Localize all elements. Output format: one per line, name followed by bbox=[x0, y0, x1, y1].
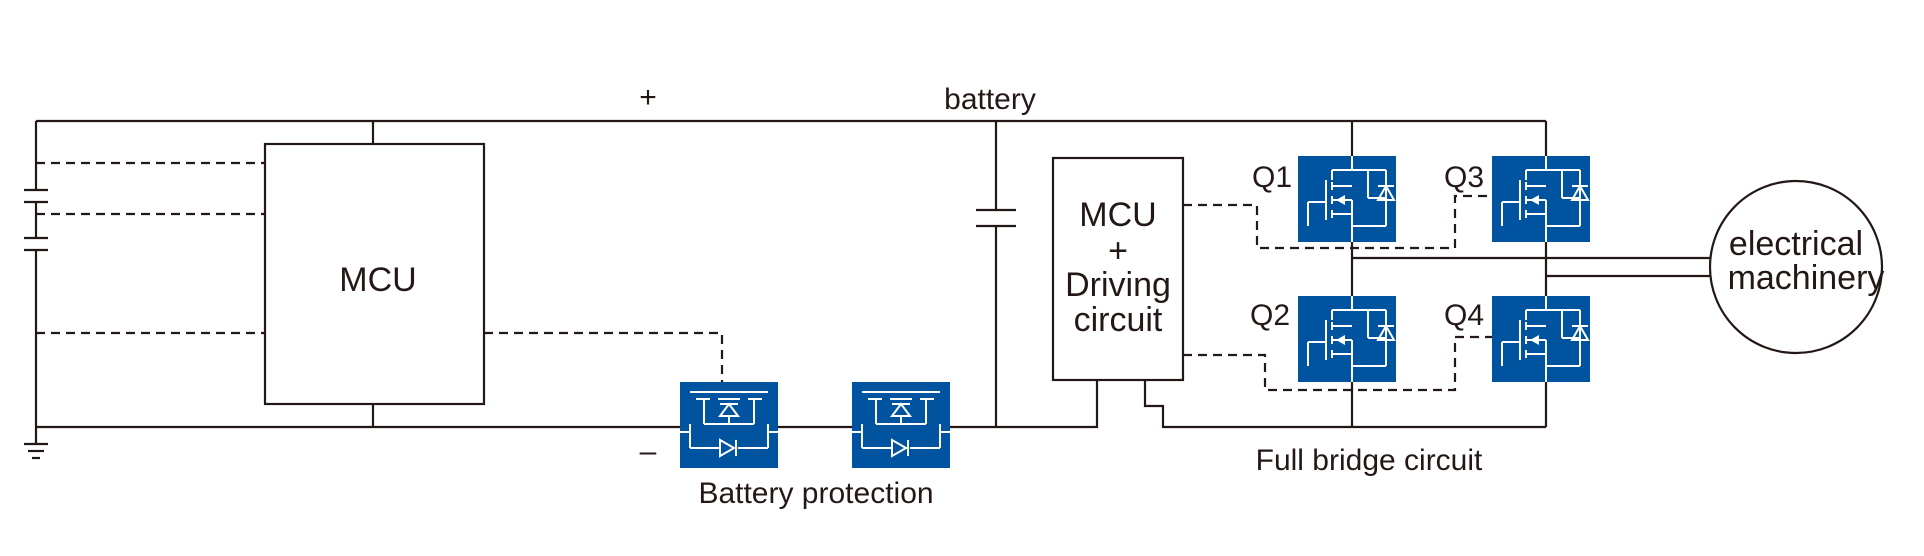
q3-label: Q3 bbox=[1444, 161, 1484, 194]
battery-label: battery bbox=[944, 83, 1036, 116]
protection-mosfet-2-icon bbox=[851, 381, 951, 469]
q4-label: Q4 bbox=[1444, 299, 1484, 332]
negative-rail-right bbox=[950, 380, 1099, 429]
driver-label-line1: MCU bbox=[1079, 196, 1156, 234]
motor-label-line2: machinery bbox=[1728, 259, 1885, 297]
ground-icon bbox=[24, 427, 48, 460]
mosfet-q4-icon bbox=[1491, 295, 1591, 383]
q1-label: Q1 bbox=[1252, 161, 1292, 194]
protection-mosfet-1-icon bbox=[679, 381, 779, 469]
driver-label-line4: circuit bbox=[1074, 301, 1163, 339]
minus-label: – bbox=[640, 435, 657, 468]
mosfet-q1-icon bbox=[1297, 155, 1397, 243]
q2-label: Q2 bbox=[1250, 299, 1290, 332]
battery-protection-label: Battery protection bbox=[698, 477, 933, 510]
mcu-left-label: MCU bbox=[339, 261, 416, 299]
plus-label: + bbox=[639, 81, 657, 114]
driver-label-line3: Driving bbox=[1065, 266, 1171, 304]
protection-control-line bbox=[484, 331, 724, 382]
motor-label-line1: electrical bbox=[1729, 225, 1863, 263]
full-bridge-label: Full bridge circuit bbox=[1256, 444, 1483, 477]
capacitor-icon bbox=[976, 208, 1016, 228]
driver-label-line2: + bbox=[1108, 232, 1128, 270]
mcu-left-block bbox=[263, 142, 486, 406]
battery-cell-lower bbox=[24, 236, 48, 252]
gate-line-q1 bbox=[1183, 194, 1494, 250]
gate-line-q2 bbox=[1183, 335, 1494, 392]
driver-return-line bbox=[1143, 380, 1546, 429]
motor-circle bbox=[1708, 179, 1884, 355]
mosfet-q3-icon bbox=[1491, 155, 1591, 243]
driver-block bbox=[1051, 156, 1185, 382]
mosfet-q2-icon bbox=[1297, 295, 1397, 383]
battery-cell-upper bbox=[24, 188, 48, 204]
